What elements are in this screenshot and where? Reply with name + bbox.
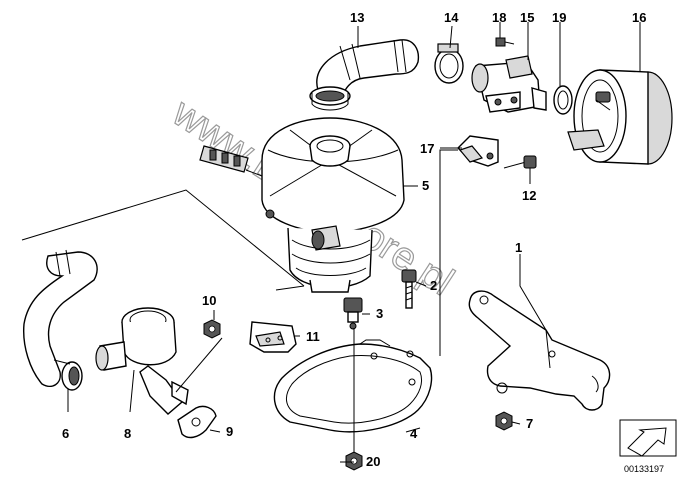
callout-8: 8 <box>124 426 131 441</box>
check-valve <box>471 55 547 113</box>
callout-7: 7 <box>526 416 533 431</box>
connector-plug <box>343 297 363 330</box>
bolt-12 <box>503 155 537 169</box>
callout-labels: 13 14 18 15 19 16 17 12 5 1 2 3 10 11 4 … <box>62 10 646 469</box>
callout-19: 19 <box>552 10 566 25</box>
arrow-icon <box>627 427 667 457</box>
callout-14: 14 <box>444 10 459 25</box>
gasket-9 <box>177 405 217 439</box>
callout-2: 2 <box>430 278 437 293</box>
callout-6: 6 <box>62 426 69 441</box>
document-number: 00133197 <box>624 464 664 474</box>
callout-20: 20 <box>366 454 380 469</box>
callout-1: 1 <box>515 240 522 255</box>
air-filter-housing <box>567 69 673 165</box>
callout-3: 3 <box>376 306 383 321</box>
mounting-bracket-1 <box>468 290 611 411</box>
callout-9: 9 <box>226 424 233 439</box>
callout-18: 18 <box>492 10 506 25</box>
grouping-lines <box>21 149 458 452</box>
bolt-2 <box>401 269 417 309</box>
leader-lines <box>67 22 641 463</box>
base-plate-4 <box>273 339 433 433</box>
hose-clamp-14 <box>434 43 464 84</box>
air-hose-6 <box>22 249 98 391</box>
callout-4: 4 <box>410 426 418 441</box>
bracket-17 <box>457 135 499 167</box>
callout-16: 16 <box>632 10 646 25</box>
callout-11: 11 <box>306 329 320 344</box>
nut-10 <box>203 319 221 339</box>
secondary-air-pump <box>199 117 405 293</box>
callout-15: 15 <box>520 10 534 25</box>
bracket-11 <box>249 321 297 353</box>
air-hose-13 <box>309 39 420 111</box>
callout-13: 13 <box>350 10 364 25</box>
callout-12: 12 <box>522 188 536 203</box>
nut-20 <box>345 451 363 471</box>
callout-5: 5 <box>422 178 429 193</box>
callout-10: 10 <box>202 293 216 308</box>
document-id-box: 00133197 <box>619 419 677 474</box>
combination-valve <box>95 307 189 415</box>
screw-18 <box>495 37 515 47</box>
callout-17: 17 <box>420 141 434 156</box>
o-ring <box>553 85 573 115</box>
nut-7 <box>495 411 513 431</box>
